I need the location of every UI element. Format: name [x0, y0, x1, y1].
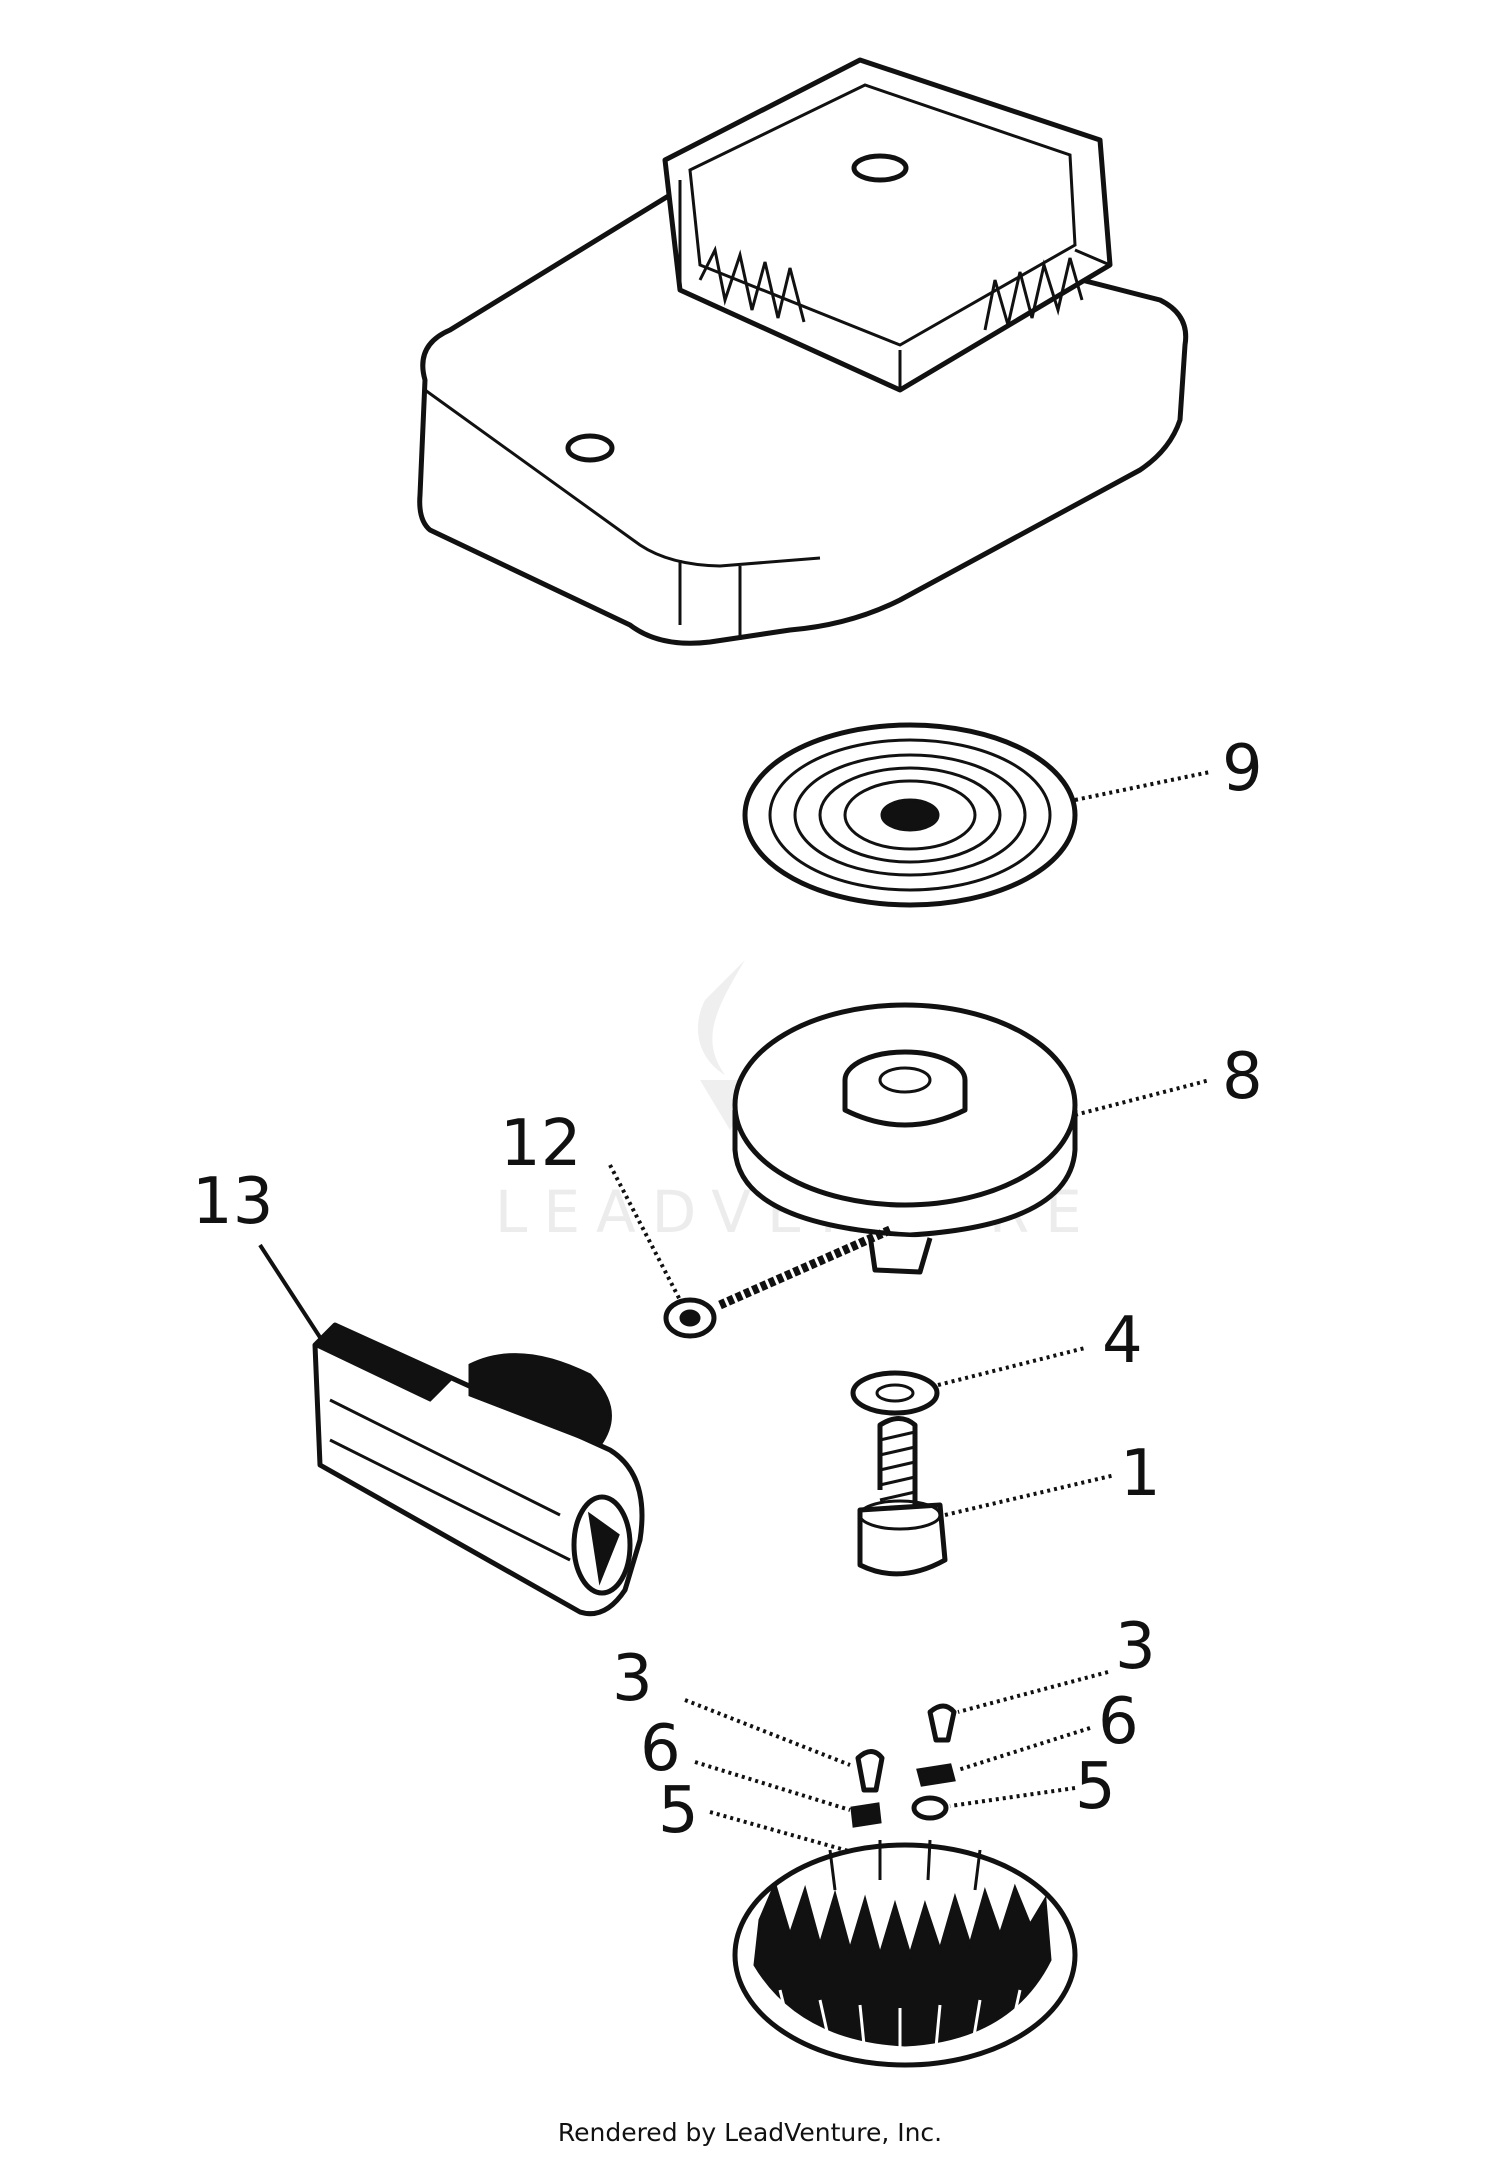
washer: [850, 1370, 940, 1416]
callout-12: 12: [500, 1107, 581, 1181]
leader-6-left: [694, 1760, 851, 1812]
callout-6-right: 6: [1098, 1685, 1139, 1759]
callout-3-left: 3: [612, 1642, 653, 1716]
housing-fins-right: [983, 257, 1084, 331]
leader-8: [1074, 1078, 1211, 1117]
housing-fins-left: [698, 245, 806, 323]
leader-3-right: [957, 1670, 1109, 1714]
leader-4: [937, 1346, 1086, 1387]
callout-6-left: 6: [640, 1712, 681, 1786]
flywheel: [732, 1839, 1078, 2068]
callout-3-right: 3: [1115, 1610, 1156, 1684]
leader-9: [1074, 770, 1211, 802]
starter-pulley: [732, 1002, 1078, 1275]
callout-5-left: 5: [658, 1774, 699, 1848]
callout-8: 8: [1222, 1040, 1263, 1114]
pawl-hardware-right: [911, 1703, 957, 1821]
render-credit: Rendered by LeadVenture, Inc.: [557, 2118, 943, 2147]
leader-12: [608, 1164, 682, 1301]
leader-3-left: [684, 1698, 851, 1767]
callout-13: 13: [192, 1165, 273, 1239]
starter-housing: [417, 57, 1189, 646]
bolt: [857, 1416, 948, 1577]
leader-5-right: [949, 1786, 1076, 1808]
leader-5-left: [709, 1810, 853, 1854]
rewind-spring: [742, 722, 1078, 908]
leader-1: [944, 1473, 1116, 1517]
callout-9: 9: [1222, 732, 1263, 806]
leader-6-right: [957, 1726, 1091, 1772]
starter-rope: [663, 1225, 892, 1339]
callout-4: 4: [1102, 1304, 1143, 1378]
callout-5-right: 5: [1075, 1750, 1116, 1824]
callout-1: 1: [1120, 1437, 1161, 1511]
starter-handle: [312, 1322, 645, 1617]
leader-13: [258, 1243, 327, 1347]
